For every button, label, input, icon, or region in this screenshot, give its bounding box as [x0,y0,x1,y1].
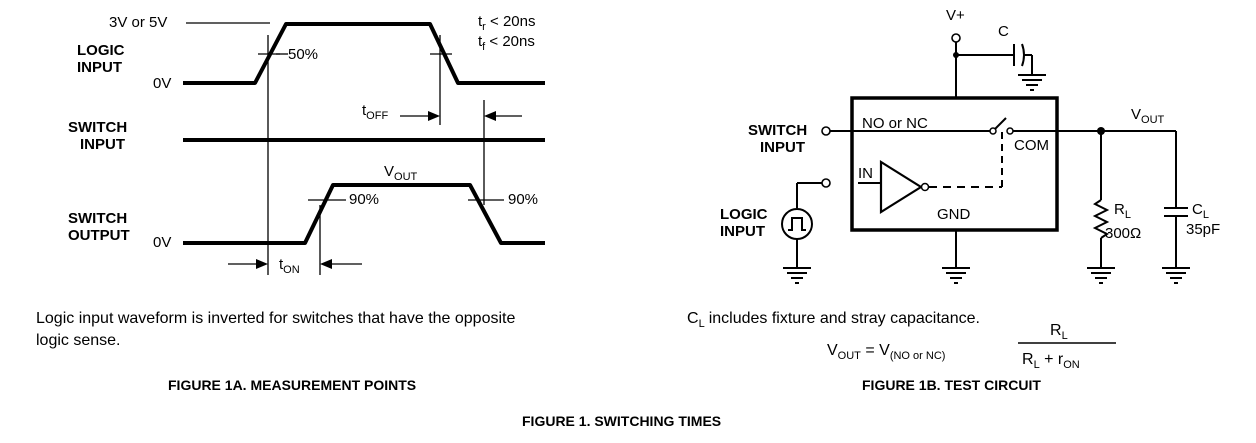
switch-output-waveform [183,183,545,245]
cl-label: CL [1192,201,1209,221]
pct-90-left-label: 90% [349,191,379,208]
cl-value-label: 35pF [1186,221,1220,238]
figure-1b: V+ C NO or NC SWITCH INPUT COM IN GND VO… [687,7,1220,393]
vplus-terminal [951,33,961,43]
switch-output-label-line1: SWITCH [68,210,127,227]
figure-1a-note-line1: Logic input waveform is inverted for swi… [36,310,515,327]
logic-input-label-line2: INPUT [720,223,765,240]
cl-ground-icon [1162,267,1190,284]
high-level-label: 3V or 5V [109,14,167,31]
figure-1b-caption: FIGURE 1B. TEST CIRCUIT [862,377,1041,393]
rl-resistor-icon [1092,199,1110,239]
formula-lhs: VOUT = V(NO or NC) [827,342,945,362]
rl-ground-icon [1087,267,1115,284]
switch-input-terminal [821,126,831,136]
figure-1a-caption: FIGURE 1A. MEASUREMENT POINTS [168,377,416,393]
pct-90-right-label: 90% [508,191,538,208]
ic-ground-icon [942,267,970,284]
switch-output-label-line2: OUTPUT [68,227,130,244]
tr-label: tr < 20ns [478,13,535,33]
zero-v-label-2: 0V [153,234,171,251]
vout-label: VOUT [1131,106,1165,126]
switch-contact-right [1006,127,1014,135]
in-terminal [821,178,831,188]
formula-numerator: RL [1050,322,1068,342]
toff-label: tOFF [362,102,388,122]
rl-label: RL [1114,201,1131,221]
toff-arrowhead-left [428,111,440,121]
tf-label: tf < 20ns [478,33,535,53]
logic-input-label-line1: LOGIC [77,42,125,59]
figure-1a: 3V or 5V LOGIC INPUT 0V 50% tr < 20ns tf… [36,13,545,393]
switch-input-label-line1: SWITCH [748,122,807,139]
logic-input-label-line1: LOGIC [720,206,768,223]
driver-triangle [879,160,924,214]
vout-label: VOUT [384,163,418,183]
in-label: IN [858,165,873,182]
com-label: COM [1014,137,1049,154]
driver-bubble [920,182,930,192]
cap-c-label: C [998,23,1009,40]
pulse-glyph-icon [788,217,806,231]
cap-c-ground-icon [1018,74,1046,91]
logic-input-waveform [183,22,545,85]
main-caption: FIGURE 1. SWITCHING TIMES [522,413,721,429]
switch-input-label-line2: INPUT [80,136,125,153]
pct-50-label: 50% [288,46,318,63]
logic-source-ground-icon [783,267,811,284]
cap-c-plate2 [1021,43,1025,67]
switch-contact-left [989,127,997,135]
ic-body [850,96,1059,232]
logic-source-icon [781,208,813,240]
logic-input-label-line2: INPUT [77,59,122,76]
switch-input-label-line2: INPUT [760,139,805,156]
ton-arrowhead-right [320,259,332,269]
rl-value-label: 300Ω [1105,225,1141,242]
gnd-label: GND [937,206,971,223]
no-nc-label: NO or NC [862,115,928,132]
figure-1a-note-line2: logic sense. [36,332,121,349]
zero-v-label-1: 0V [153,75,171,92]
switch-input-label-line1: SWITCH [68,119,127,136]
switch-blade [994,117,1007,130]
vplus-label: V+ [946,7,965,24]
ton-label: tON [279,256,300,276]
ton-arrowhead-left [256,259,268,269]
vout-formula: VOUT = V(NO or NC) RL RL + rON [827,322,1116,371]
toff-arrowhead-right [484,111,496,121]
formula-denominator: RL + rON [1022,351,1080,371]
